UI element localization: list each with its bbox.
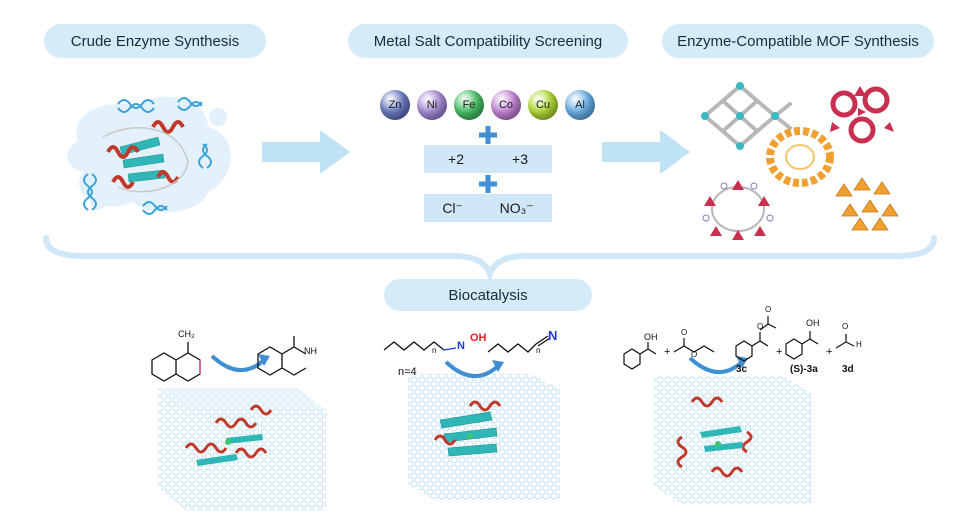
reaction-3-vinyl-acetate: [673, 338, 715, 353]
reaction-3-alcohol-product: [785, 331, 819, 360]
reaction-3-label-3a: (S)-3a: [790, 364, 818, 375]
metal-co-label: Co: [498, 99, 514, 111]
header-mof-synthesis: Enzyme-Compatible MOF Synthesis: [662, 24, 934, 58]
crude-enzyme-illustration: [67, 96, 231, 215]
reaction-3-oh-2: OH: [806, 318, 820, 328]
metal-zn: Zn: [380, 90, 410, 120]
reaction-2-oxime-n: N: [457, 340, 465, 352]
reaction-1-product: [257, 336, 307, 376]
reaction-1-methyl-label: CH₃: [178, 329, 195, 339]
reaction-1-substrate: [151, 342, 201, 382]
enzyme-in-mof-1: [184, 404, 273, 466]
metal-ni: Ni: [417, 90, 447, 120]
reaction-3-ester-product: [735, 316, 777, 362]
anion-nitrate: NO₃⁻: [499, 199, 534, 216]
reaction-3-acetate-o1: O: [681, 328, 688, 337]
metal-cu: Cu: [528, 90, 558, 120]
reaction-3-ester-o2: O: [757, 322, 764, 331]
mof-cube-3: [654, 376, 812, 504]
arrow-screening-to-mof: [602, 130, 690, 174]
header-metal-salt-screening: Metal Salt Compatibility Screening: [348, 24, 628, 58]
anion-chloride: Cl⁻: [442, 199, 463, 216]
reaction-3-arrow: [688, 356, 748, 375]
reaction-3-acetate-o2: O: [691, 350, 698, 359]
plus-icon: [479, 175, 497, 193]
plus-icon: [479, 126, 497, 144]
metal-ni-label: Ni: [426, 99, 438, 111]
reaction-2-n-index: n: [432, 346, 437, 355]
reaction-1-arrow: [210, 354, 270, 373]
reaction-2-arrow: [444, 360, 504, 379]
arrow-crude-to-screening: [262, 130, 350, 174]
reaction-2-nitrile-n: N: [548, 328, 558, 343]
bracket-divider: [43, 235, 937, 284]
reaction-3-substrate: [623, 342, 657, 370]
reaction-3-plus-3: +: [826, 346, 833, 358]
reaction-3-label-3c: 3c: [736, 364, 748, 375]
reaction-2-oxime-oh: OH: [470, 332, 487, 344]
reaction-3-oh-1: OH: [644, 332, 658, 342]
reaction-3-ester-o1: O: [765, 305, 772, 314]
metal-cu-label: Cu: [535, 99, 551, 111]
reaction-3-label-3d: 3d: [842, 364, 854, 375]
mof-red-ring-structure: [830, 86, 894, 144]
anion-box: Cl⁻ NO₃⁻: [424, 194, 552, 222]
reaction-3-acetaldehyde: [835, 334, 855, 349]
reaction-2-substrate-chain: [383, 341, 457, 351]
mof-grid-structure: [701, 82, 792, 150]
metal-co: Co: [491, 90, 521, 120]
header-crude-enzyme-synthesis: Crude Enzyme Synthesis: [44, 24, 266, 58]
reaction-2-product-chain: [487, 335, 551, 353]
reaction-3-plus-2: +: [776, 346, 783, 358]
header-biocatalysis: Biocatalysis: [384, 279, 592, 311]
oxidation-state-box: +2 +3: [424, 145, 552, 173]
oxidation-state-plus3: +3: [512, 151, 528, 167]
enzyme-in-mof-3: [676, 396, 753, 478]
reaction-3-aldehyde-h: H: [856, 340, 862, 349]
reaction-2-product-index: n: [536, 346, 541, 355]
metal-zn-label: Zn: [388, 99, 402, 111]
metal-al: Al: [565, 90, 595, 120]
reaction-1-nh-label: NH: [304, 346, 317, 356]
reaction-2-n-value: n=4: [398, 366, 417, 378]
mof-orange-cluster-structure: [835, 177, 899, 231]
enzyme-in-mof-2: [433, 400, 502, 457]
metal-al-label: Al: [575, 99, 585, 111]
mof-orange-ring-structure: [766, 127, 834, 187]
oxidation-state-plus2: +2: [448, 151, 464, 167]
metal-fe-label: Fe: [462, 99, 476, 111]
metal-fe: Fe: [454, 90, 484, 120]
mof-purple-ring-structure: [702, 180, 774, 240]
reaction-3-plus-1: +: [664, 346, 671, 358]
reaction-3-aldehyde-o: O: [842, 322, 849, 331]
